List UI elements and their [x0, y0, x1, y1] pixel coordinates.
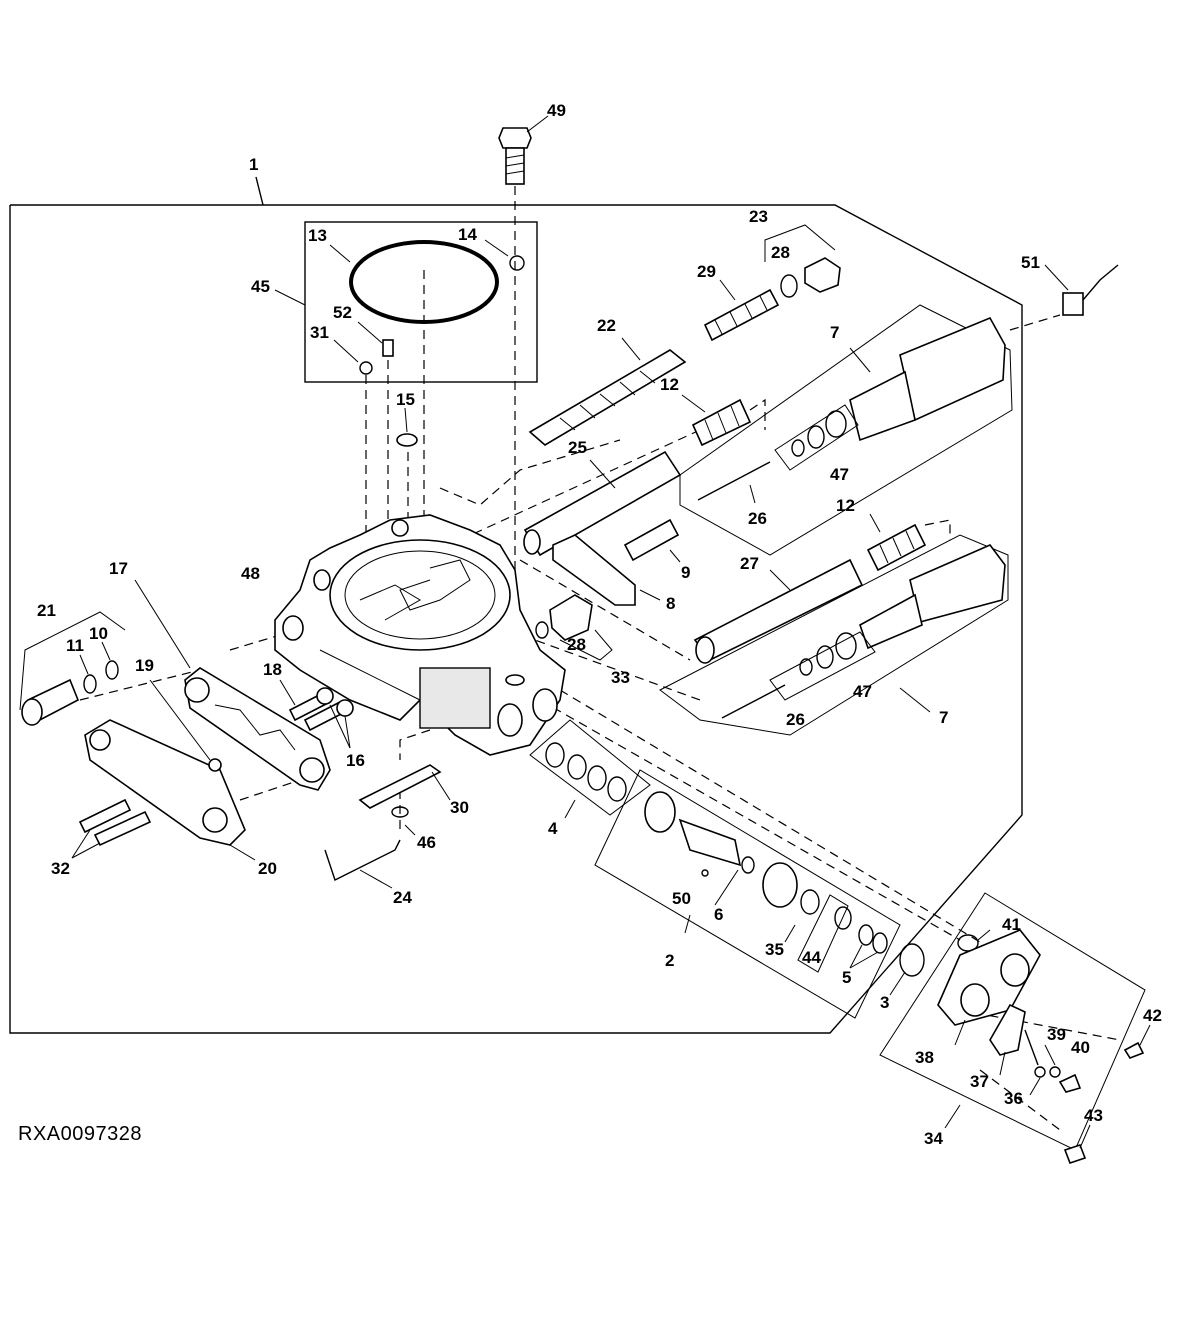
callout-31: 31: [310, 323, 329, 342]
callout-4: 4: [548, 819, 558, 838]
callout-12b: 12: [836, 496, 855, 515]
callout-16: 16: [346, 751, 365, 770]
callout-47b: 47: [853, 682, 872, 701]
spool-27: [693, 558, 864, 664]
pin-19: [149, 679, 222, 772]
plug-15: [396, 407, 418, 447]
seal-kit-4: [529, 719, 651, 819]
callout-17: 17: [109, 559, 128, 578]
callout-38: 38: [915, 1048, 934, 1067]
callout-47a: 47: [830, 465, 849, 484]
callout-13: 13: [308, 226, 327, 245]
solenoid-7-lower: [659, 534, 1009, 736]
callout-51: 51: [1021, 253, 1040, 272]
callout-14: 14: [458, 225, 477, 244]
callout-2: 2: [665, 951, 674, 970]
spool-25: [523, 450, 682, 557]
callout-39: 39: [1047, 1025, 1066, 1044]
callout-20: 20: [258, 859, 277, 878]
solenoid-7-upper: [679, 304, 1013, 556]
callout-21: 21: [37, 601, 56, 620]
callout-40: 40: [1071, 1038, 1090, 1057]
callout-44: 44: [802, 948, 821, 967]
valve-housing-48: [274, 514, 566, 756]
callout-7a: 7: [830, 323, 839, 342]
spacers-16: [316, 687, 354, 749]
callout-46: 46: [417, 833, 436, 852]
o-ring-46: [391, 806, 416, 836]
callout-45: 45: [251, 277, 270, 296]
bolts-32: [71, 798, 152, 859]
callout-41: 41: [1002, 915, 1021, 934]
callout-25: 25: [568, 438, 587, 457]
callout-50: 50: [672, 889, 691, 908]
callout-37: 37: [970, 1072, 989, 1091]
pin-26-upper: [697, 461, 771, 504]
tube-24: [324, 839, 401, 889]
bracket-30: [358, 764, 451, 809]
callout-12a: 12: [660, 375, 679, 394]
callout-1: 1: [249, 155, 258, 174]
plug-33: [535, 594, 613, 661]
callout-36: 36: [1004, 1089, 1023, 1108]
callout-30: 30: [450, 798, 469, 817]
callout-24: 24: [393, 888, 412, 907]
callout-6: 6: [714, 905, 723, 924]
figure-id: RXA0097328: [18, 1123, 142, 1145]
sensor-51: [1044, 264, 1119, 316]
callout-18: 18: [263, 660, 282, 679]
kit-box-45: [274, 221, 538, 383]
kit-2: [594, 769, 925, 1019]
spool-22: [528, 337, 687, 446]
callout-48: 48: [241, 564, 260, 583]
callout-43: 43: [1084, 1106, 1103, 1125]
callout-28a: 28: [771, 243, 790, 262]
pin-26-lower: [721, 684, 786, 719]
assembly-outline: [9, 176, 1023, 1034]
callout-35: 35: [765, 940, 784, 959]
seal-kit-47-lower: [769, 631, 876, 701]
callout-labels: 1 2 3 4 5 6 7 7 8 9 10 11 12 12 13 14 15…: [37, 101, 1162, 1148]
callout-33: 33: [611, 668, 630, 687]
callout-49: 49: [547, 101, 566, 120]
callout-22: 22: [597, 316, 616, 335]
callout-19: 19: [135, 656, 154, 675]
callout-7b: 7: [939, 708, 948, 727]
callout-3: 3: [880, 993, 889, 1012]
spring-12-lower: [866, 513, 951, 572]
callout-27: 27: [740, 554, 759, 573]
plug-9: [623, 518, 681, 563]
callout-23: 23: [749, 207, 768, 226]
callout-5: 5: [842, 968, 851, 987]
plate-17: [134, 579, 331, 791]
callout-52: 52: [333, 303, 352, 322]
callout-9: 9: [681, 563, 690, 582]
seal-11: [79, 654, 97, 694]
plug-21: [19, 611, 126, 726]
callout-26a: 26: [748, 509, 767, 528]
kit-23: [764, 224, 841, 298]
seal-10: [101, 641, 119, 680]
callout-29: 29: [697, 262, 716, 281]
callout-34: 34: [924, 1129, 943, 1148]
callout-15: 15: [396, 390, 415, 409]
callout-32: 32: [51, 859, 70, 878]
callout-10: 10: [89, 624, 108, 643]
callout-11: 11: [66, 636, 84, 655]
spring-29: [703, 279, 780, 342]
seal-kit-47-upper: [774, 404, 859, 471]
kit-34: [879, 892, 1151, 1165]
callout-42: 42: [1143, 1006, 1162, 1025]
spring-12-upper: [681, 394, 766, 447]
callout-26b: 26: [786, 710, 805, 729]
cover-20: [84, 719, 256, 861]
bracket-8: [552, 534, 661, 606]
callout-28b: 28: [567, 635, 586, 654]
callout-8: 8: [666, 594, 675, 613]
